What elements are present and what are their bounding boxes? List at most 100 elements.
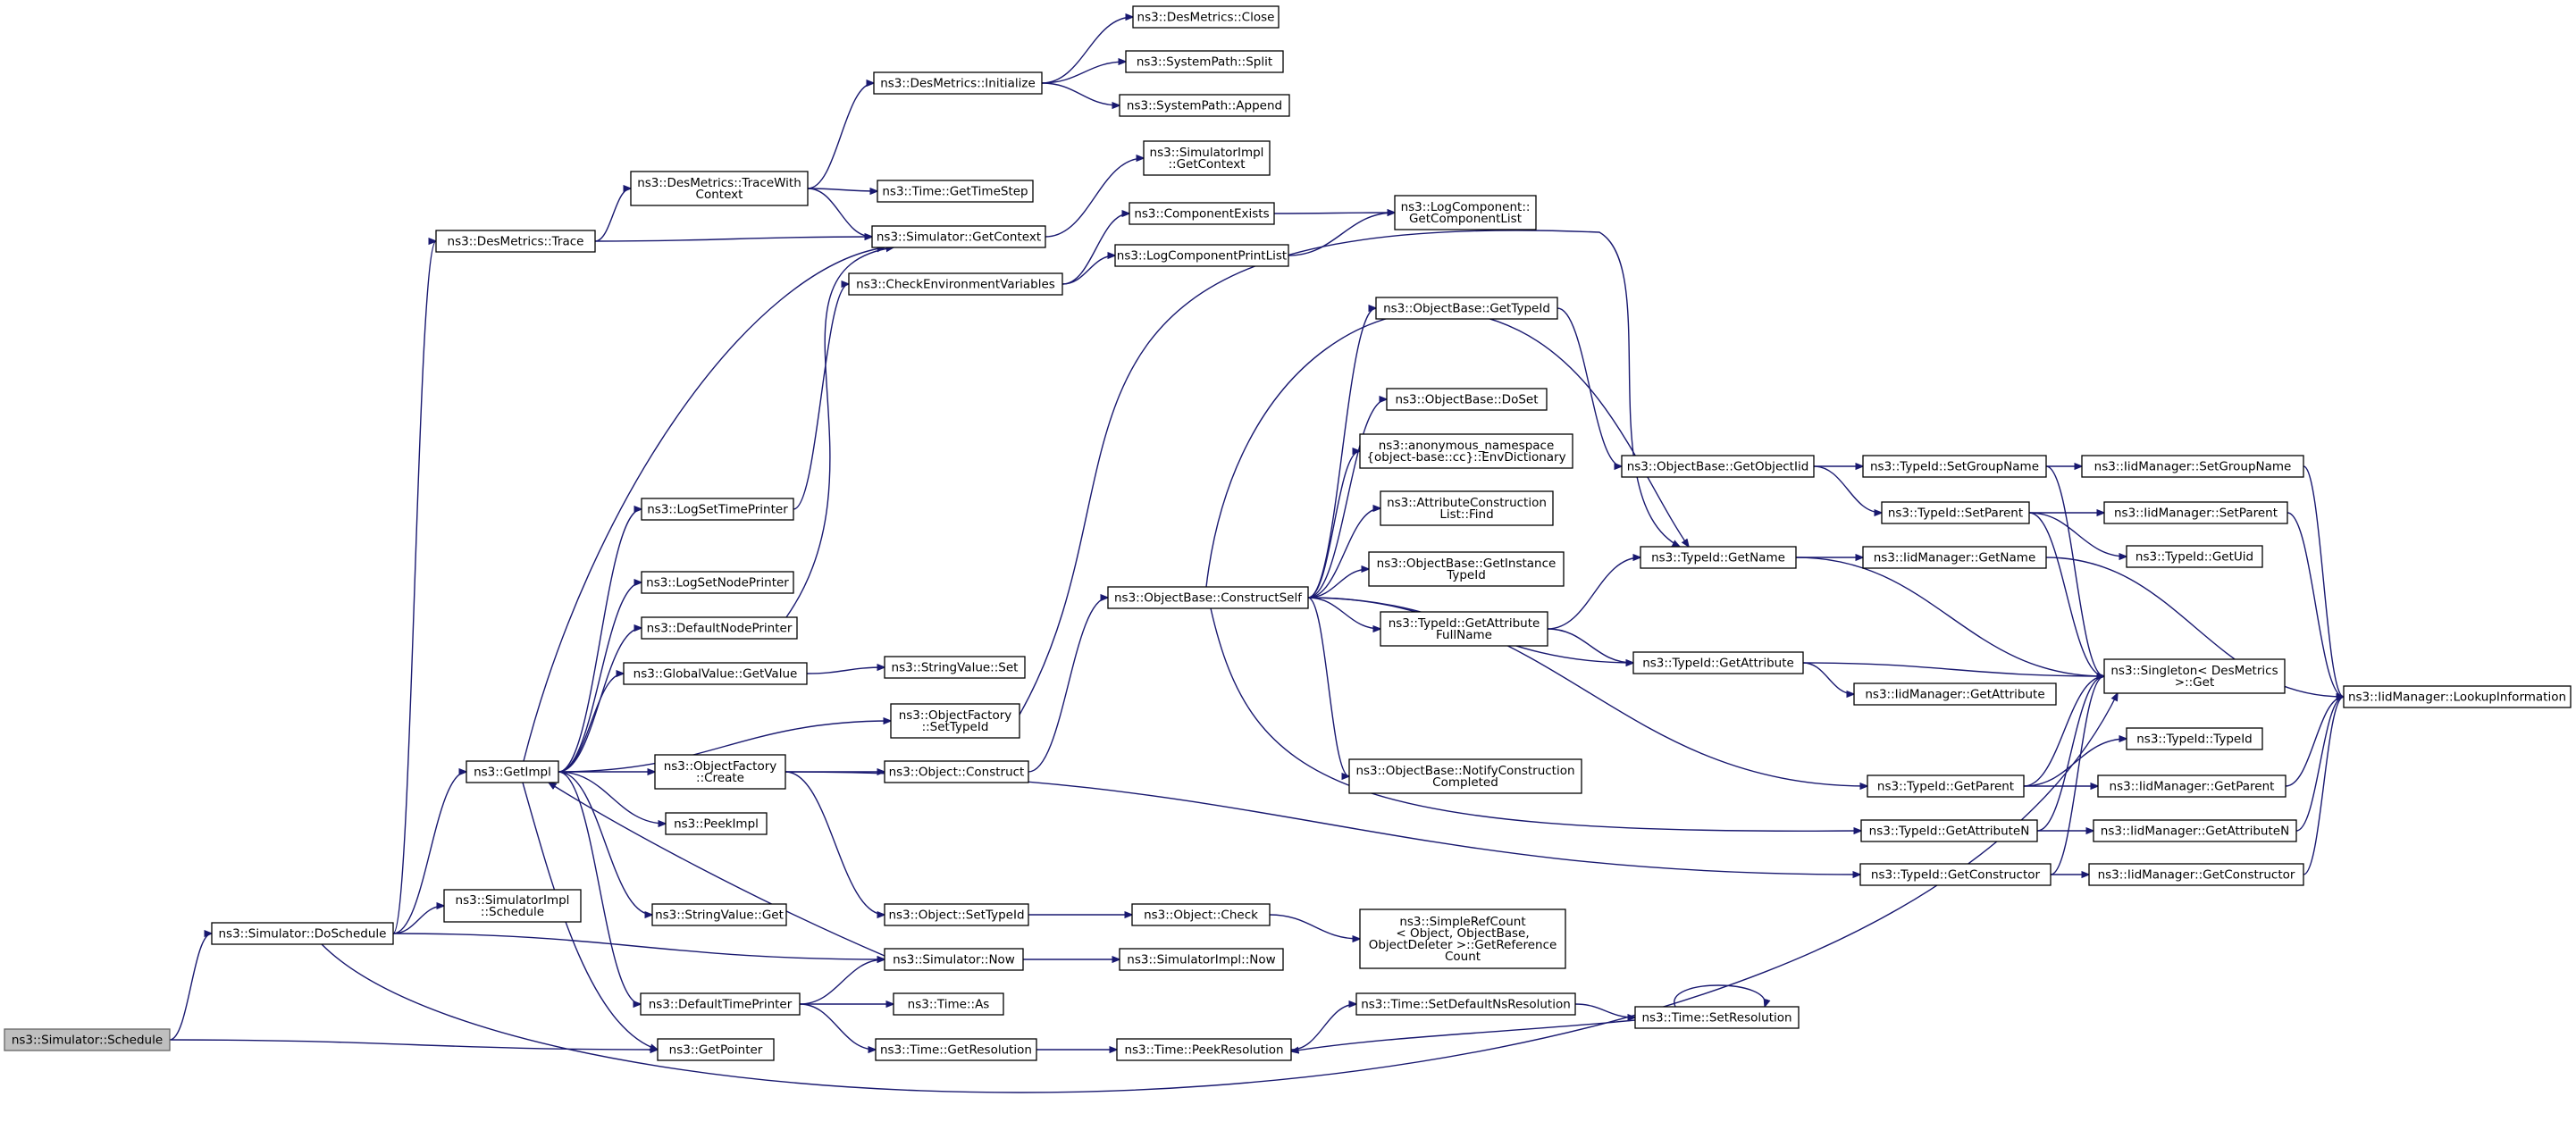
node-box[interactable] (641, 498, 794, 521)
node-box[interactable] (1867, 774, 2025, 798)
node-box[interactable] (884, 948, 1024, 971)
graph-node-gettimestep[interactable]: ns3::Time::GetTimeStep (877, 180, 1034, 203)
graph-node-tigetattrn[interactable]: ns3::TypeId::GetAttributeN (1860, 819, 2038, 842)
graph-node-tigetuid[interactable]: ns3::TypeId::GetUid (2126, 545, 2263, 568)
graph-node-objconstruct[interactable]: ns3::Object::Construct (884, 760, 1029, 783)
graph-node-tigetattr[interactable]: ns3::TypeId::GetAttribute (1632, 651, 1804, 674)
graph-node-deftimeprinter[interactable]: ns3::DefaultTimePrinter (640, 992, 801, 1016)
graph-node-logsetnode[interactable]: ns3::LogSetNodePrinter (641, 571, 794, 594)
node-box[interactable] (848, 272, 1063, 296)
graph-node-iidgetparent[interactable]: ns3::IidManager::GetParent (2097, 774, 2287, 798)
node-box[interactable] (1114, 244, 1289, 267)
node-box[interactable] (1107, 586, 1309, 609)
graph-node-schedule[interactable]: ns3::Simulator::Schedule (4, 1028, 171, 1051)
node-box[interactable] (1862, 546, 2047, 569)
node-box[interactable] (466, 760, 559, 783)
node-box[interactable] (873, 71, 1043, 95)
graph-node-obconstructself[interactable]: ns3::ObjectBase::ConstructSelf (1107, 586, 1309, 609)
graph-node-iidlookup[interactable]: ns3::IidManager::LookupInformation (2343, 685, 2572, 708)
graph-node-simgetctx[interactable]: ns3::Simulator::GetContext (871, 225, 1046, 248)
node-box[interactable] (654, 754, 786, 790)
node-box[interactable] (1386, 388, 1548, 411)
graph-node-lcgetlist[interactable]: ns3::LogComponent::GetComponentList (1394, 195, 1537, 230)
graph-node-peekimpl[interactable]: ns3::PeekImpl (665, 812, 768, 835)
graph-node-obgetobjectiid[interactable]: ns3::ObjectBase::GetObjectIid (1621, 455, 1815, 478)
node-box[interactable] (871, 225, 1046, 248)
node-box[interactable] (1640, 546, 1797, 569)
graph-node-compexists[interactable]: ns3::ComponentExists (1129, 202, 1275, 225)
node-box[interactable] (1355, 992, 1576, 1016)
node-box[interactable] (2103, 501, 2288, 524)
node-box[interactable] (2103, 658, 2286, 694)
node-box[interactable] (893, 992, 1004, 1016)
node-box[interactable] (1125, 50, 1284, 73)
node-box[interactable] (641, 571, 794, 594)
graph-node-iidgetconstructor[interactable]: ns3::IidManager::GetConstructor (2088, 863, 2304, 886)
graph-node-defnodeprinter[interactable]: ns3::DefaultNodePrinter (641, 616, 798, 640)
graph-node-timepeekres[interactable]: ns3::Time::PeekResolution (1116, 1038, 1292, 1061)
graph-node-tigetparent[interactable]: ns3::TypeId::GetParent (1867, 774, 2025, 798)
node-box[interactable] (1862, 455, 2047, 478)
node-box[interactable] (1634, 1006, 1800, 1029)
graph-node-siggetctx[interactable]: ns3::SimulatorImpl::GetContext (1143, 140, 1271, 176)
node-box[interactable] (1375, 297, 1558, 320)
graph-node-doschedule[interactable]: ns3::Simulator::DoSchedule (211, 922, 394, 945)
node-box[interactable] (1881, 501, 2030, 524)
graph-node-iidgetname[interactable]: ns3::IidManager::GetName (1862, 546, 2047, 569)
node-box[interactable] (435, 230, 596, 253)
node-box[interactable] (1359, 908, 1566, 969)
node-box[interactable] (1632, 651, 1804, 674)
node-box[interactable] (1132, 5, 1280, 29)
graph-node-objsettypeid[interactable]: ns3::Object::SetTypeId (884, 903, 1029, 926)
node-box[interactable] (884, 903, 1029, 926)
graph-node-objcheck[interactable]: ns3::Object::Check (1131, 903, 1271, 926)
graph-node-simnow[interactable]: ns3::Simulator::Now (884, 948, 1024, 971)
graph-node-envdict[interactable]: ns3::anonymous_namespace{object-base::cc… (1359, 433, 1573, 469)
graph-node-obdoset[interactable]: ns3::ObjectBase::DoSet (1386, 388, 1548, 411)
graph-node-dminit[interactable]: ns3::DesMetrics::Initialize (873, 71, 1043, 95)
node-box[interactable] (4, 1028, 171, 1051)
node-box[interactable] (884, 760, 1029, 783)
graph-node-obnotify[interactable]: ns3::ObjectBase::NotifyConstructionCompl… (1348, 758, 1582, 794)
node-box[interactable] (630, 171, 809, 206)
graph-node-svget[interactable]: ns3::StringValue::Get (651, 903, 787, 926)
node-box[interactable] (890, 703, 1020, 739)
node-box[interactable] (2088, 863, 2304, 886)
node-box[interactable] (2126, 727, 2263, 750)
node-box[interactable] (1129, 202, 1275, 225)
node-box[interactable] (657, 1038, 775, 1061)
node-box[interactable] (1621, 455, 1815, 478)
graph-node-spsplit[interactable]: ns3::SystemPath::Split (1125, 50, 1284, 73)
graph-node-timesetres[interactable]: ns3::Time::SetResolution (1634, 1006, 1800, 1029)
node-box[interactable] (1119, 94, 1290, 117)
node-box[interactable] (623, 662, 808, 685)
graph-node-tisetgroupname[interactable]: ns3::TypeId::SetGroupName (1862, 455, 2047, 478)
node-box[interactable] (1119, 948, 1284, 971)
graph-node-iidgetattr[interactable]: ns3::IidManager::GetAttribute (1853, 682, 2057, 706)
node-box[interactable] (2081, 455, 2304, 478)
graph-node-dmclose[interactable]: ns3::DesMetrics::Close (1132, 5, 1280, 29)
node-box[interactable] (1348, 758, 1582, 794)
graph-node-gvgetvalue[interactable]: ns3::GlobalValue::GetValue (623, 662, 808, 685)
graph-node-ofsettypeid[interactable]: ns3::ObjectFactory::SetTypeId (890, 703, 1020, 739)
graph-node-logsettime[interactable]: ns3::LogSetTimePrinter (641, 498, 794, 521)
graph-node-simimplnow[interactable]: ns3::SimulatorImpl::Now (1119, 948, 1284, 971)
node-box[interactable] (2126, 545, 2263, 568)
node-box[interactable] (641, 616, 798, 640)
node-box[interactable] (2097, 774, 2287, 798)
node-box[interactable] (211, 922, 394, 945)
graph-node-logcompprint[interactable]: ns3::LogComponentPrintList (1114, 244, 1289, 267)
graph-node-timegetres[interactable]: ns3::Time::GetResolution (875, 1038, 1037, 1061)
graph-node-titypeid[interactable]: ns3::TypeId::TypeId (2126, 727, 2263, 750)
node-box[interactable] (884, 656, 1026, 679)
graph-node-getimpl[interactable]: ns3::GetImpl (466, 760, 559, 783)
graph-node-tigetname[interactable]: ns3::TypeId::GetName (1640, 546, 1797, 569)
graph-node-timesetdefres[interactable]: ns3::Time::SetDefaultNsResolution (1355, 992, 1576, 1016)
graph-node-iidgetattrn[interactable]: ns3::IidManager::GetAttributeN (2093, 819, 2297, 842)
graph-node-ofcreate[interactable]: ns3::ObjectFactory::Create (654, 754, 786, 790)
node-box[interactable] (1860, 819, 2038, 842)
node-box[interactable] (1116, 1038, 1292, 1061)
